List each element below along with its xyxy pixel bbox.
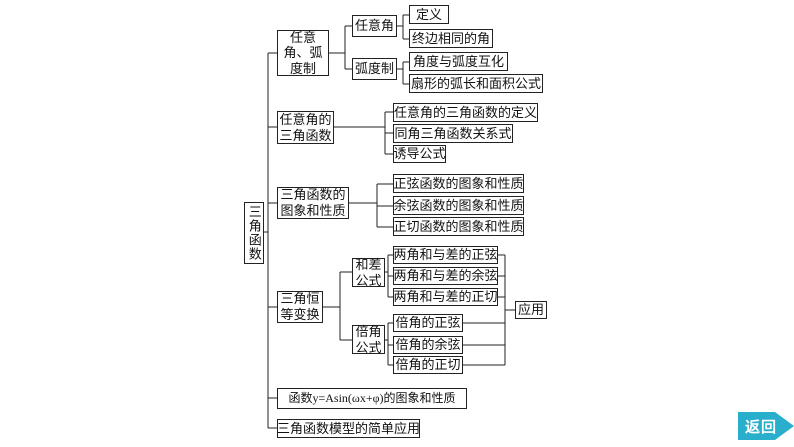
node-radian-system: 弧度制 [352, 58, 397, 80]
connector-branch-graphs [349, 183, 393, 228]
connector-spine [263, 52, 277, 429]
leaf-tangent-graph-properties: 正切函数的图象和性质 [393, 217, 524, 236]
node-asin-function-graph-properties: 函数y=Asin(ωx+φ)的图象和性质 [277, 388, 467, 409]
leaf-sum-diff-cosine: 两角和与差的余弦 [393, 267, 498, 285]
root-node-trigonometric-functions: 三角函数 [244, 202, 264, 264]
leaf-sine-graph-properties: 正弦函数的图象和性质 [393, 174, 524, 193]
leaf-double-angle-tangent: 倍角的正切 [393, 356, 463, 374]
leaf-double-angle-sine: 倍角的正弦 [393, 314, 463, 332]
back-button[interactable]: 返回 [738, 412, 794, 440]
node-any-angle: 任意角 [352, 15, 397, 37]
leaf-coterminal-angles: 终边相同的角 [409, 29, 493, 48]
leaf-sum-diff-tangent: 两角和与差的正切 [393, 288, 498, 306]
leaf-sum-diff-sine: 两角和与差的正弦 [393, 246, 498, 264]
leaf-same-angle-relations: 同角三角函数关系式 [393, 124, 513, 143]
leaf-arc-length-area-formula: 扇形的弧长和面积公式 [409, 74, 543, 93]
leaf-degree-radian-conversion: 角度与弧度互化 [409, 52, 508, 71]
leaf-double-angle-cosine: 倍角的余弦 [393, 336, 463, 354]
leaf-cosine-graph-properties: 余弦函数的图象和性质 [393, 196, 524, 215]
connector-branch-trig-functions [334, 111, 393, 155]
node-double-angle-formulas: 倍角公式 [352, 324, 385, 355]
leaf-definition: 定义 [409, 5, 449, 24]
node-trig-models-simple-application: 三角函数模型的简单应用 [277, 419, 420, 438]
node-application: 应用 [515, 301, 547, 319]
leaf-induction-formulas: 诱导公式 [393, 145, 446, 163]
node-graphs-and-properties: 三角函数的图象和性质 [277, 187, 349, 219]
back-button-label: 返回 [745, 418, 778, 436]
leaf-trig-function-definition: 任意角的三角函数的定义 [393, 103, 538, 122]
node-any-angle-radian-system: 任意角、弧度制 [277, 30, 329, 76]
node-trig-functions-of-any-angle: 任意角的三角函数 [277, 111, 334, 144]
node-sum-difference-formulas: 和差公式 [352, 257, 385, 288]
node-identity-transformations: 三角恒等变换 [277, 291, 323, 323]
